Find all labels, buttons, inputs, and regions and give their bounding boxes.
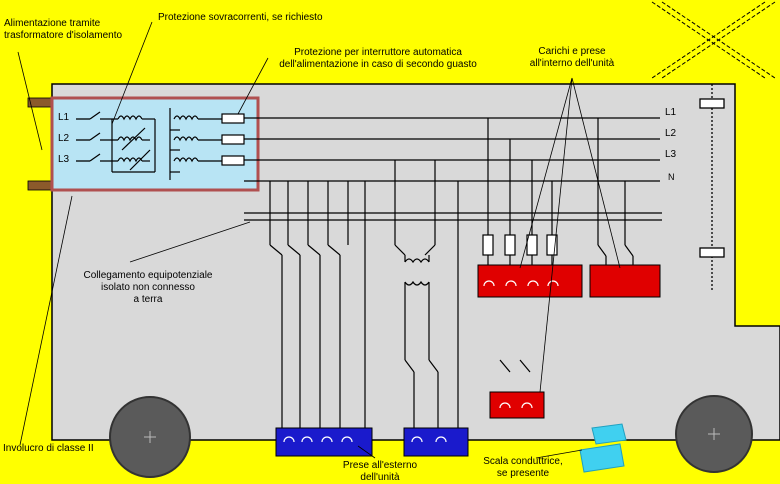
- external-socket-box-1: [275, 427, 373, 457]
- label-conductive-ladder-text: Scala conduttrice, se presente: [483, 456, 563, 479]
- label-class-ii-enclosure-text: Involucro di classe II: [3, 443, 94, 454]
- label-equipotential-bonding-text: Collegamento equipotenziale isolato non …: [83, 270, 213, 305]
- label-automatic-breaker-text: Protezione per interruttore automatica d…: [279, 47, 477, 70]
- label-class-ii-enclosure: Involucro di classe II: [3, 443, 94, 455]
- label-supply-transformer: Alimentazione tramite trasformatore d'is…: [4, 18, 122, 42]
- label-overcurrent-protection-text: Protezione sovracorrenti, se richiesto: [158, 12, 323, 23]
- label-internal-loads: Carichi e prese all'interno dell'unità: [502, 46, 642, 70]
- conductive-ladder: [579, 423, 627, 473]
- secondary-windings: [169, 108, 222, 180]
- fuses: [221, 113, 245, 166]
- input-lines: [76, 118, 90, 162]
- label-conductive-ladder: Scala conduttrice, se presente: [468, 456, 578, 480]
- drop-wires: [269, 118, 626, 430]
- external-line: [699, 84, 725, 290]
- bus-label-l1: L1: [665, 107, 677, 118]
- label-external-sockets-text: Prese all'esterno dell'unità: [342, 460, 418, 483]
- bus-label-l3: L3: [665, 149, 677, 160]
- socket-symbols: [283, 280, 559, 443]
- label-internal-loads-text: Carichi e prese all'interno dell'unità: [529, 46, 615, 69]
- load-fuses: [482, 234, 558, 256]
- internal-load-box-1: [477, 264, 583, 298]
- bus-label-n: N: [668, 172, 675, 182]
- label-automatic-breaker: Protezione per interruttore automatica d…: [262, 47, 494, 71]
- input-label-l1: L1: [58, 112, 70, 123]
- socket-switches: [269, 244, 341, 430]
- wheel-hubs: [144, 428, 720, 443]
- socket-transformer: [394, 244, 439, 430]
- label-supply-transformer-text: Alimentazione tramite trasformatore d'is…: [4, 18, 123, 41]
- transformer-windings: [89, 111, 156, 173]
- overhead-line: [651, 1, 776, 79]
- label-overcurrent-protection: Protezione sovracorrenti, se richiesto: [158, 12, 323, 24]
- input-label-l3: L3: [58, 154, 70, 165]
- internal-load-box-2: [589, 264, 661, 298]
- pointer-lines: [17, 21, 621, 459]
- label-external-sockets: Prese all'esterno dell'unità: [330, 460, 430, 484]
- internal-load-box-3: [489, 391, 545, 419]
- bus-lines: [244, 117, 662, 221]
- label-equipotential-bonding: Collegamento equipotenziale isolato non …: [72, 270, 224, 306]
- bus-label-l2: L2: [665, 128, 677, 139]
- input-label-l2: L2: [58, 133, 70, 144]
